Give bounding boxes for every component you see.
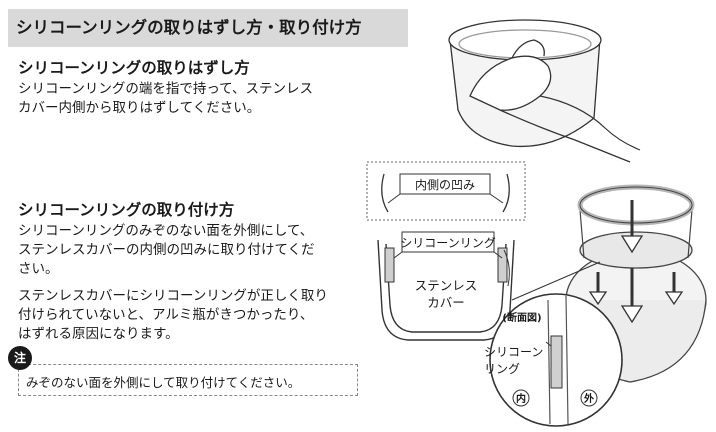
removal-line-2: カバー内側から取りはずしてください。 xyxy=(18,100,261,116)
inside-mark: 内 xyxy=(516,392,526,405)
attach-para2-line-3: はずれる原因になります。 xyxy=(18,326,179,342)
section-ring-label-line-1: シリコーン xyxy=(484,345,543,359)
ring-label: シリコーンリング xyxy=(400,236,495,250)
section-ring-label-line-2: リング xyxy=(484,362,520,376)
inner-recess-label: 内側の凹み xyxy=(415,178,475,192)
section-label: (断面図) xyxy=(502,311,541,324)
cover-cross-section xyxy=(377,231,515,341)
removal-heading: シリコーンリングの取りはずし方 xyxy=(18,59,250,77)
attach-para2-line-2: 付けられていないと、アルミ瓶がきつかったり、 xyxy=(18,307,314,323)
cover-label-line-1: ステンレス xyxy=(415,278,478,293)
section-magnifier xyxy=(489,261,623,427)
removal-line-1: シリコーンリングの端を指で持って、ステンレス xyxy=(18,81,313,97)
attach-para2-line-1: ステンレスカバーにシリコーンリングが正しく取り xyxy=(18,288,328,304)
note-text: みぞのない面を外側にして取り付けてください。 xyxy=(26,375,301,390)
removal-illustration xyxy=(448,19,641,163)
note-badge: 注 xyxy=(8,346,32,370)
attach-para1-line-2: ステンレスカバーの内側の凹みに取り付けてくだ xyxy=(18,242,315,258)
recess-diagram xyxy=(366,161,526,221)
outside-mark: 外 xyxy=(583,392,594,405)
note-box xyxy=(18,364,358,396)
attach-heading: シリコーンリングの取り付け方 xyxy=(18,201,235,219)
section-title: シリコーンリングの取りはずし方・取り付け方 xyxy=(8,9,408,47)
cover-label-line-2: カバー xyxy=(427,295,465,310)
attach-para1-line-3: さい。 xyxy=(18,261,59,277)
attach-para1-line-1: シリコーンリングのみぞのない面を外側にして、 xyxy=(18,223,314,239)
